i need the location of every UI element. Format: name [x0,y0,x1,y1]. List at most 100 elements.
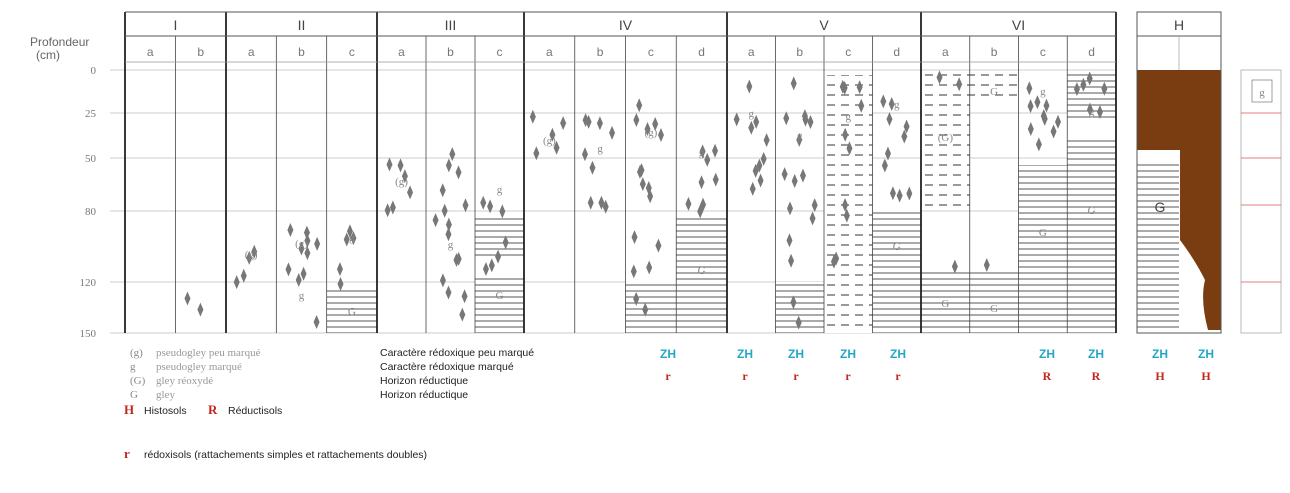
horizon-code: G [1088,205,1096,217]
horizon-code: G [698,265,706,277]
depth-tick-label: 120 [80,277,97,289]
redox-mottle [1026,81,1032,95]
redox-mottle [655,239,661,253]
subcolumn-header: b [298,45,305,59]
redox-mottle [337,262,343,276]
redox-mottle [786,233,792,247]
zh-label: ZH [660,347,676,361]
legend-new-term: Caractère rédoxique marqué [380,361,514,373]
redox-mottle [463,198,469,212]
redox-mottle [609,126,615,140]
horizon-code: g [448,239,454,251]
redox-mottle [440,273,446,287]
redox-mottle [483,262,489,276]
redox-mottle [632,230,638,244]
redox-mottle [390,200,396,214]
reductic-horizon [873,210,922,333]
subcolumn-header: c [648,45,654,59]
subcolumn-header: a [398,45,405,59]
subcolumn-header: d [1088,45,1095,59]
group-header-iv: IV [619,17,633,33]
redox-mottle [442,204,448,218]
redox-mottle [897,189,903,203]
depth-axis-unit: (cm) [36,48,60,62]
horizon-code: (g) [543,135,556,147]
redox-mottle [792,174,798,188]
depth-tick-label: 150 [80,328,97,340]
reductic-horizon [475,278,524,333]
redox-mottle [764,133,770,147]
side-scale-column [1241,70,1281,333]
soil-class-label: R [1092,369,1101,383]
group-header-iii: III [445,17,457,33]
subcolumn-header: b [991,45,998,59]
group-header-h: H [1174,17,1184,33]
subcolumn-header: a [546,45,553,59]
horizon-code: (G) [938,132,954,144]
zh-label: ZH [788,347,804,361]
side-scale-g-label: g [1259,87,1265,99]
redox-mottle [1036,137,1042,151]
legend-old-term: gley [156,389,175,401]
horizon-code: G [348,306,356,318]
redox-mottle [1055,115,1061,129]
horizon-code: g [597,143,603,155]
redox-mottle [704,153,710,167]
horizon-code: g [349,232,355,244]
depth-axis-title: Profondeur [30,35,89,49]
subcolumn-header: d [893,45,900,59]
depth-tick-label: 50 [85,153,97,165]
redox-mottle [906,186,912,200]
horizon-code: g [699,147,705,159]
zh-label: ZH [737,347,753,361]
redox-mottle [712,144,718,158]
subcolumn-header: c [1040,45,1046,59]
redox-mottle [750,182,756,196]
peat-horizon-deep [1180,150,1221,330]
redox-mottle [489,258,495,272]
subcolumn-header: b [597,45,604,59]
redox-mottle [812,198,818,212]
subcolumn-header: c [349,45,355,59]
legend-soil-symbol: H [124,402,134,417]
zh-label: ZH [1088,347,1104,361]
redox-mottle [445,286,451,300]
redox-mottle [748,121,754,135]
group-header-i: I [174,17,178,33]
redox-mottle [807,115,813,129]
legend-new-term: Caractère rédoxique peu marqué [380,347,534,359]
legend: (g)pseudogley peu marquéCaractère rédoxi… [124,347,534,461]
redox-mottle [758,173,764,187]
peat-horizon [1137,70,1221,150]
horizon-code: (g) [295,238,308,250]
horizon-code: g [894,99,900,111]
redox-mottle [597,116,603,130]
depth-tick-label: 25 [85,108,97,120]
redox-mottle [456,165,462,179]
zh-label: ZH [1039,347,1055,361]
subcolumn-header: a [942,45,949,59]
subcolumn-header: b [796,45,803,59]
redox-mottle [791,76,797,90]
horizon-code: g [749,108,755,120]
redox-mottle [560,116,566,130]
redox-mottle [197,303,203,317]
redox-mottle [184,292,190,306]
soil-class-label: r [665,369,671,383]
histosol-g-label: G [1155,199,1166,215]
group-header-v: V [819,17,829,33]
redox-mottle [301,267,307,281]
redox-mottle [433,213,439,227]
soil-class-label: H [1155,369,1165,383]
legend-old-term: pseudogley peu marqué [156,347,261,359]
redox-mottle [810,211,816,225]
legend-new-term: Horizon réductique [380,375,468,387]
subcolumn-header: a [248,45,255,59]
subcolumn-header: a [748,45,755,59]
group-header-vi: VI [1012,17,1025,33]
legend-soil-label: Histosols [144,405,187,417]
depth-tick-label: 0 [91,65,97,77]
reductic-horizon [1137,160,1179,330]
redox-mottle [285,262,291,276]
horizon-fill-layer [327,70,1221,333]
